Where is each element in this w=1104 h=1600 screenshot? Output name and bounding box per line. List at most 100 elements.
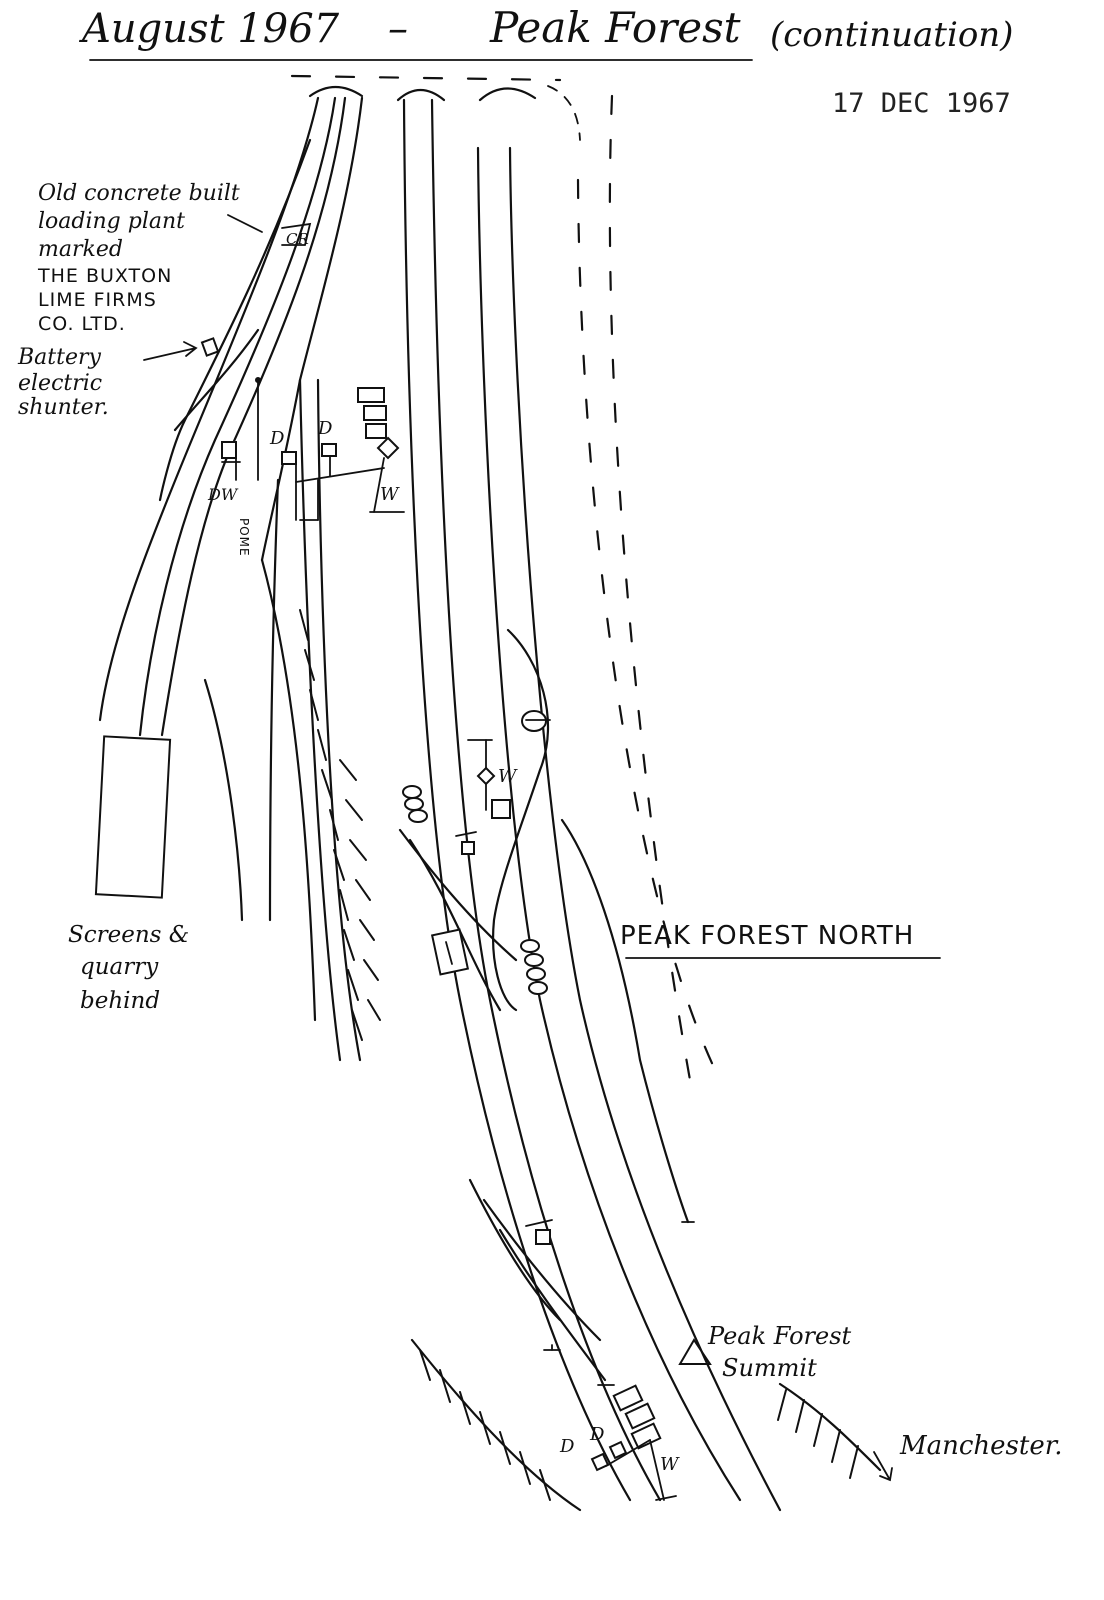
signal-code: D (317, 418, 333, 439)
branch-line (203, 678, 244, 922)
signal-group (526, 967, 546, 981)
direction-label: Manchester. (899, 1431, 1063, 1461)
signal-head (255, 377, 261, 383)
dashed-line (608, 94, 692, 1082)
signal-head (624, 1402, 656, 1430)
loading-plant-code: CR (286, 230, 309, 248)
siding-track (260, 96, 364, 562)
signal-head (221, 441, 237, 459)
signal-head (363, 405, 387, 421)
signal-head (281, 451, 297, 465)
signal-head (590, 1452, 610, 1472)
signal-group (402, 785, 422, 799)
summit-triangle (678, 1338, 712, 1365)
cutting-hatch (777, 1389, 859, 1479)
siding-track (173, 328, 260, 432)
signal-code: POME (237, 518, 251, 557)
signal-code: D (589, 1424, 605, 1445)
signal-post (525, 1219, 553, 1227)
buffer-stop (290, 74, 562, 82)
screens-building (94, 735, 172, 899)
signal-group (524, 953, 544, 967)
signal-post (649, 1439, 665, 1501)
pointer-line (227, 214, 263, 233)
loading-plant-mark (281, 222, 312, 246)
loop-siding (560, 818, 690, 1224)
loading-plant-label: loading plant (38, 209, 185, 234)
branch-line (298, 378, 342, 1062)
title-place: Peak Forest (489, 3, 741, 52)
loop-siding (492, 628, 550, 1012)
summit-label: Summit (722, 1354, 817, 1382)
crossover (468, 1178, 562, 1322)
signal-bracket (295, 467, 385, 483)
shunter-label: electric (18, 371, 102, 396)
signal-head (535, 1229, 551, 1245)
signal-head (321, 443, 337, 457)
ground-signal (521, 710, 547, 732)
signal-code: W (380, 484, 400, 505)
branch-line (316, 378, 362, 1062)
signal-bracket (605, 1439, 651, 1467)
station-label: PEAK FOREST NORTH (620, 921, 914, 951)
signal-post (655, 1495, 677, 1501)
cutting-hatch (419, 1349, 551, 1501)
signal-code: W (660, 1454, 680, 1475)
title-date: August 1967 (78, 6, 340, 52)
signal-code: D (269, 428, 285, 449)
buffer-stop (308, 85, 364, 98)
firm-name-label: THE BUXTON (37, 265, 172, 287)
signal-diamond (376, 436, 400, 460)
screens-label: quarry (80, 954, 159, 980)
main-line (476, 146, 742, 1502)
crossover (498, 1228, 607, 1382)
summit-label: Peak Forest (707, 1322, 852, 1350)
main-line (402, 98, 632, 1502)
buffer-stop (396, 88, 446, 102)
signal-diamond (476, 766, 496, 786)
signal-code: D (559, 1436, 575, 1457)
crossover (408, 838, 502, 1012)
screens-label: behind (80, 988, 160, 1014)
signal-box (430, 928, 470, 976)
loading-plant-label: marked (38, 237, 123, 262)
signal-group (408, 809, 428, 823)
signal-group (404, 797, 424, 811)
siding-track (158, 138, 312, 502)
signal-head (630, 1422, 662, 1450)
cutting-edge (778, 1382, 882, 1472)
siding-track (138, 96, 337, 737)
signal-post (455, 831, 477, 837)
dashed-line (576, 178, 722, 1082)
signal-post (373, 457, 385, 513)
branch-line (268, 478, 280, 922)
buffer-stop (547, 85, 581, 141)
signal-head (612, 1384, 644, 1412)
crossover (398, 828, 518, 962)
main-line (508, 146, 782, 1512)
title-separator: – (388, 6, 408, 52)
signal-group (528, 981, 548, 995)
branch-line (260, 558, 317, 1022)
date-stamp: 17 DEC 1967 (832, 88, 1011, 119)
signal-head (461, 841, 475, 855)
signal-box (445, 941, 453, 965)
signal-head (365, 423, 387, 439)
cutting-hatch (299, 609, 381, 1041)
shunter-label: Battery (17, 345, 102, 370)
signal-code: DW (207, 485, 239, 504)
main-line (430, 98, 662, 1502)
firm-name-label: CO. LTD. (38, 313, 126, 335)
signal-head (491, 799, 511, 819)
signal-code: W (498, 766, 518, 787)
title-note: (continuation) (770, 15, 1013, 55)
signal-head (357, 387, 385, 403)
signal-group (520, 939, 540, 953)
shunter-marker (200, 337, 220, 357)
signal-head (608, 1440, 628, 1460)
buffer-stop (478, 87, 537, 102)
loading-plant-label: Old concrete built (38, 181, 240, 206)
crossover (482, 1198, 602, 1342)
screens-label: Screens & (68, 922, 189, 948)
